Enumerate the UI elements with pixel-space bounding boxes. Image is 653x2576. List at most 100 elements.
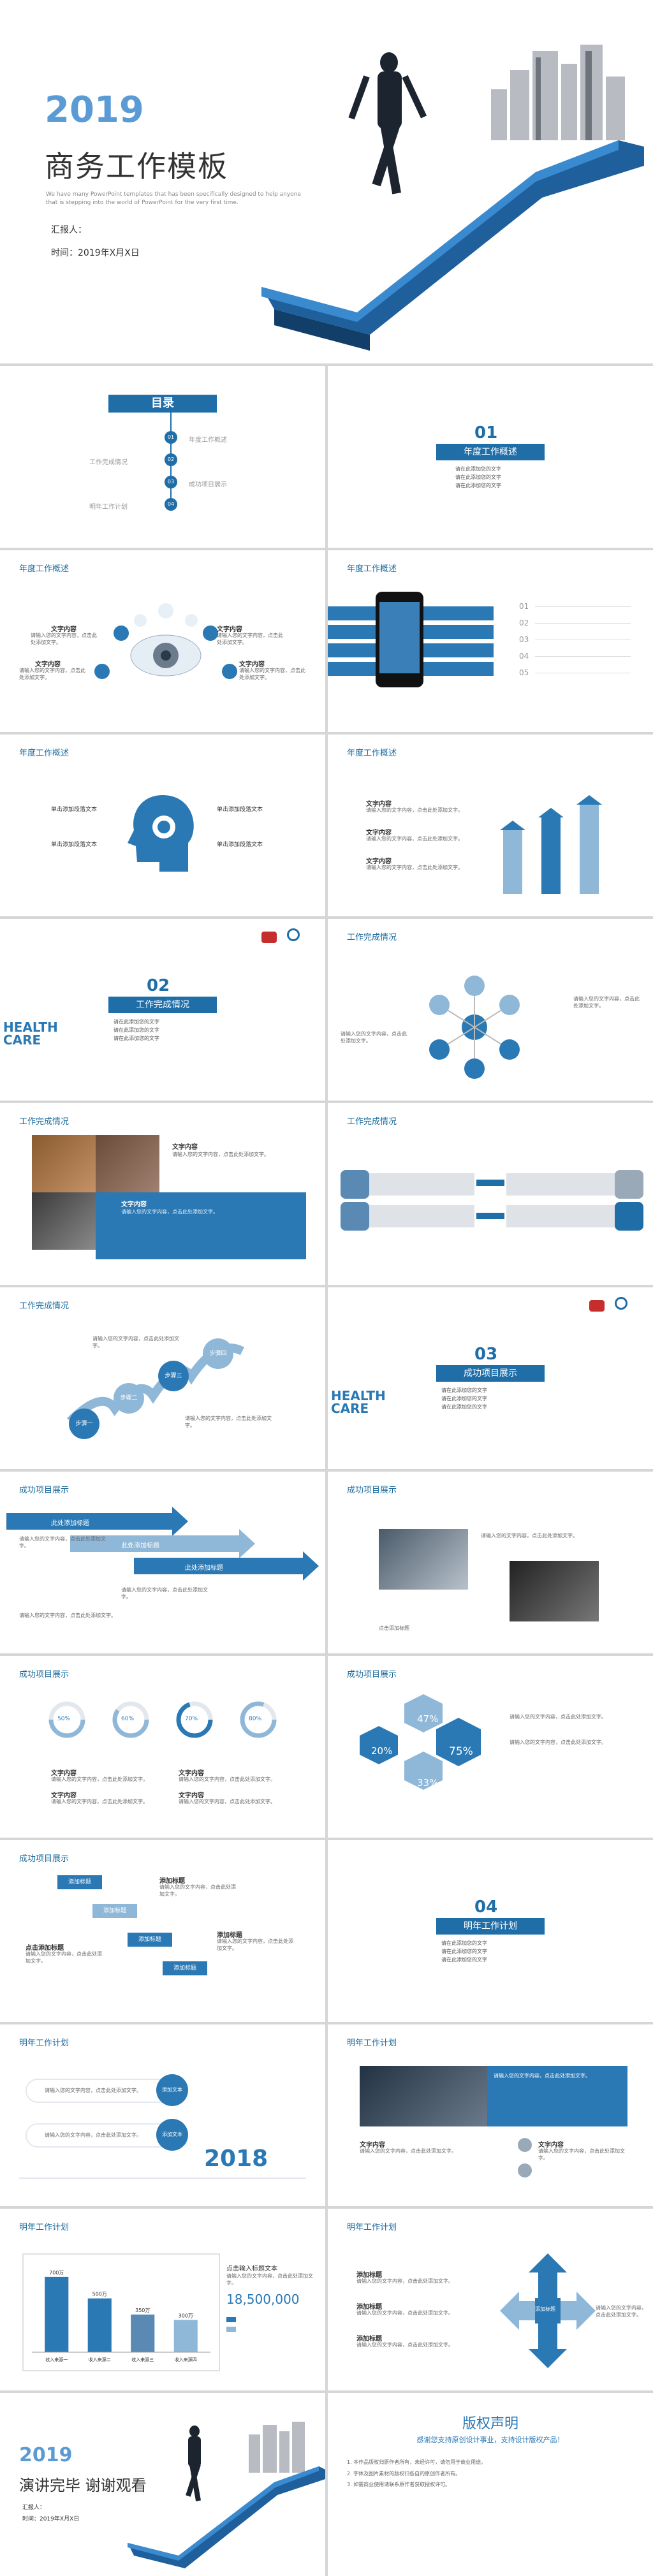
cross-b3: 请输入您的文字内容，点击此处添加文字。 [356,2342,453,2348]
plan-dot-2 [518,2163,532,2177]
copyright-title: 版权声明 [462,2416,518,2432]
section-02-title: 工作完成情况 [108,997,217,1013]
donut-t3: 文字内容 [179,1770,204,1777]
toc-slide: 目录 01 年度工作概述 02 工作完成情况 03 成功项目展示 04 明年工作… [0,366,325,548]
hex-value-1: 47% [417,1713,439,1725]
section-04-slide: 04 明年工作计划 请在此添加您的文字请在此添加您的文字请在此添加您的文字 [328,1840,653,2022]
project-text-2: 点击添加标题 [379,1625,409,1631]
head-t4: 单击添加段落文本 [217,842,263,848]
donut-b1: 请输入您的文字内容，点击此处添加文字。 [51,1776,148,1782]
bar-value-label-2: 500万 [92,2292,107,2297]
medical-icons-2 [589,1297,647,1322]
arrow-shapes [6,1507,319,1581]
slide-header: 成功项目展示 [347,1670,397,1680]
toc-label-1[interactable]: 年度工作概述 [189,437,227,444]
arrow-label-2: 此处添加标题 [121,1542,159,1549]
slide-header: 明年工作计划 [347,2038,397,2048]
donut-1: 50% [57,1716,71,1722]
photo-b1: 请输入您的文字内容，点击此处添加文字。 [172,1152,269,1157]
cover-title: 商务工作模板 [45,149,228,184]
slide-header: 年度工作概述 [347,749,397,758]
photo-3 [32,1192,96,1250]
health-text-2: HEALTH CARE [331,1388,386,1416]
house-t2: 文字内容 [366,830,392,837]
toc-title: 目录 [108,395,217,413]
chart-side-big: 18,500,000 [226,2292,300,2307]
toc-num-1: 01 [165,431,177,444]
section-02-slide: HEALTH CARE 02 工作完成情况 请在此添加您的文字请在此添加您的文字… [0,919,325,1101]
plan-slide: 明年工作计划 添加文本 添加文本 请输入您的文字内容，点击此处添加文字。 请输入… [0,2024,325,2206]
bar-value-label-3: 350万 [135,2308,150,2313]
head-icon [128,795,194,872]
section-01-slide: 01 年度工作概述 请在此添加您的文字请在此添加您的文字请在此添加您的文字 [328,366,653,548]
step-1: 步骤一 [69,1409,99,1439]
photo-grid-slide: 成功项目展示 请输入您的文字内容，点击此处添加文字。 点击添加标题 [328,1472,653,1653]
donut-t1: 文字内容 [51,1770,77,1777]
slide-header: 成功项目展示 [19,1670,70,1680]
chart-frame [22,2253,220,2371]
step-3: 步骤三 [158,1361,189,1391]
cover-illustration [261,45,644,351]
cross-t2: 添加标题 [356,2304,382,2311]
bar-category-label-1: 收入来源一 [45,2357,68,2362]
ending-time: 时间：2019年X月X日 [22,2516,80,2522]
compare-arrow-2 [476,1213,504,1219]
arrow-text-3: 请输入您的文字内容，点击此处添加文字。 [19,1613,116,1618]
flow-b1: 请输入您的文字内容，点击此处添加文字。 [159,1884,236,1898]
hex-text-1: 请输入您的文字内容，点击此处添加文字。 [510,1714,606,1720]
donuts-slide: 成功项目展示 50% 60% 70% 80% 文字内容 请输入您的文字内容，点击… [0,1656,325,1838]
bar-value-label-4: 300万 [179,2313,193,2318]
slide-header: 明年工作计划 [19,2223,70,2232]
slide-header: 工作完成情况 [347,933,397,942]
compare-box-1 [350,1173,474,1196]
plan-b1: 请输入您的文字内容，点击此处添加文字。 [360,2148,457,2154]
project-photo-2 [510,1561,599,1621]
compare-num-1 [341,1170,369,1199]
slide-header: 明年工作计划 [19,2038,70,2048]
cross-arrows [500,2253,596,2368]
toc-label-3[interactable]: 成功项目展示 [189,481,227,488]
plan-t2: 文字内容 [538,2142,564,2149]
flow-box-1: 添加标题 [57,1875,102,1889]
house-bars-slide: 年度工作概述 文字内容 请输入您的文字内容，点击此处添加文字。 文字内容 请输入… [328,735,653,916]
bar-3 [131,2314,155,2352]
project-photo-1 [379,1529,468,1590]
toc-label-2[interactable]: 工作完成情况 [89,459,128,466]
slide-header: 工作完成情况 [19,1117,70,1127]
overview-eye-slide: 年度工作概述 文字内容 请输入您的文字内容，点击此处添加文字。 文字内容 请输入… [0,550,325,732]
hub-diagram [429,976,520,1079]
step-4: 步骤四 [203,1338,233,1369]
eye-t1: 文字内容 [51,626,77,633]
house-columns [500,795,602,894]
cross-b4: 请输入您的文字内容，点击此处添加文字。 [596,2305,647,2318]
section-03-lines: 请在此添加您的文字请在此添加您的文字请在此添加您的文字 [441,1387,487,1410]
section-03-title: 成功项目展示 [436,1365,545,1382]
steps-slide: 工作完成情况 步骤一 步骤二 步骤三 步骤四 请输入您的文字内容，点击此处添加文… [0,1287,325,1469]
cross-t1: 添加标题 [356,2272,382,2279]
health-text: HEALTH CARE [3,1020,58,1048]
photo-b2: 请输入您的文字内容，点击此处添加文字。 [121,1209,218,1215]
plan-b2: 请输入您的文字内容，点击此处添加文字。 [538,2148,625,2162]
eye-b3: 请输入您的文字内容，点击此处添加文字。 [19,668,85,681]
phone-icon [376,592,423,687]
compare-num-3 [615,1170,643,1199]
arrow-text-2: 请输入您的文字内容，点击此处添加文字。 [121,1587,208,1600]
eye-diagram [94,603,237,679]
compare-num-2 [341,1202,369,1231]
arrow-text-1: 请输入您的文字内容，点击此处添加文字。 [19,1536,106,1549]
photo-blue-panel [96,1192,306,1259]
bar-category-label-3: 收入来源三 [131,2357,154,2362]
eye-t4: 文字内容 [239,661,265,668]
eye-b2: 请输入您的文字内容，点击此处添加文字。 [217,633,283,646]
house-b1: 请输入您的文字内容，点击此处添加文字。 [366,807,463,813]
ending-reporter: 汇报人： [22,2505,46,2511]
house-b2: 请输入您的文字内容，点击此处添加文字。 [366,836,463,842]
chart-side-text: 请输入您的文字内容，点击此处添加文字。 [226,2273,313,2287]
cross-t3: 添加标题 [356,2336,382,2343]
bar-value-label-1: 700万 [49,2270,64,2276]
toc-label-4[interactable]: 明年工作计划 [89,504,128,511]
flow-box-2: 添加标题 [92,1904,137,1918]
donut-3: 70% [185,1716,198,1722]
